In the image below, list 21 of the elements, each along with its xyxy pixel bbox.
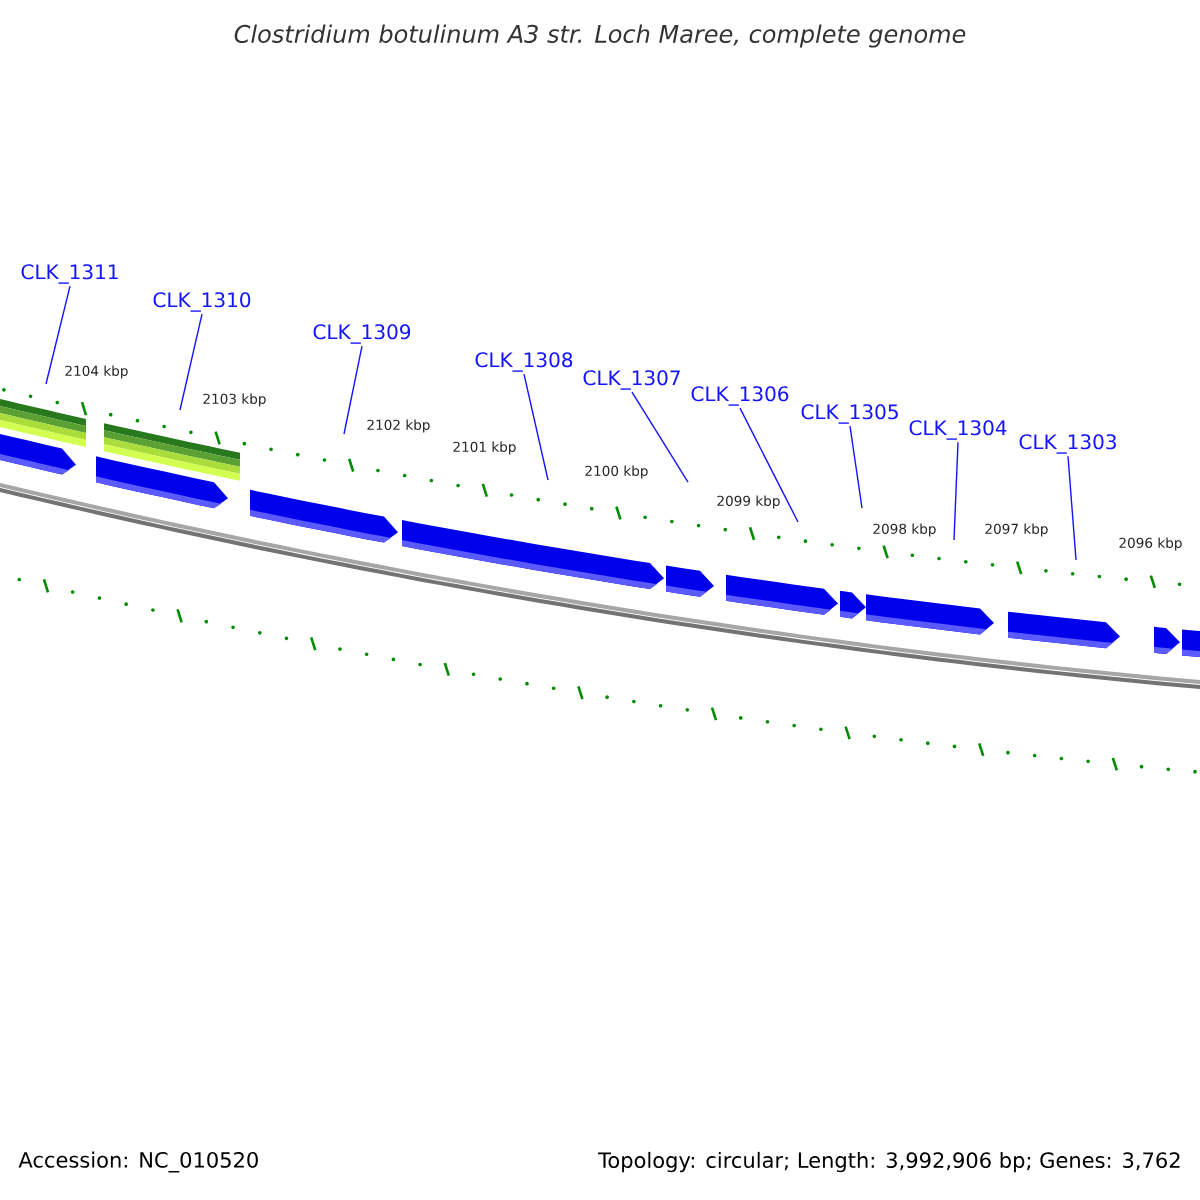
leader-line: [739, 407, 799, 523]
gene-label: CLK_1306: [691, 386, 789, 406]
gene-label: CLK_1304: [909, 420, 1007, 440]
leader-line: [953, 441, 959, 541]
gene-label: CLK_1307: [583, 370, 680, 390]
title: Clostridium botulinum A3 str. Loch Maree, complete genome: [234, 24, 966, 48]
leader-line: [1067, 455, 1077, 561]
leader-line: [631, 391, 689, 483]
gene-label: CLK_1303: [1019, 434, 1116, 454]
gene-label: CLK_1310: [153, 292, 251, 312]
gene-label: CLK_1308: [475, 352, 573, 372]
footer-text: Topology: circular; Length: 3,992,906 bp; Genes: 3,762: [598, 1151, 1180, 1173]
footer-text: Accession: NC_010520: [18, 1151, 258, 1173]
leader-line: [179, 313, 203, 411]
gene-label: CLK_1311: [21, 264, 118, 284]
leader-line: [45, 285, 71, 385]
leader-line: [849, 425, 863, 509]
gene-label: CLK_1305: [801, 404, 898, 424]
leader-line: [523, 373, 549, 481]
leader-line: [343, 345, 363, 435]
gene-label: CLK_1309: [313, 324, 411, 344]
